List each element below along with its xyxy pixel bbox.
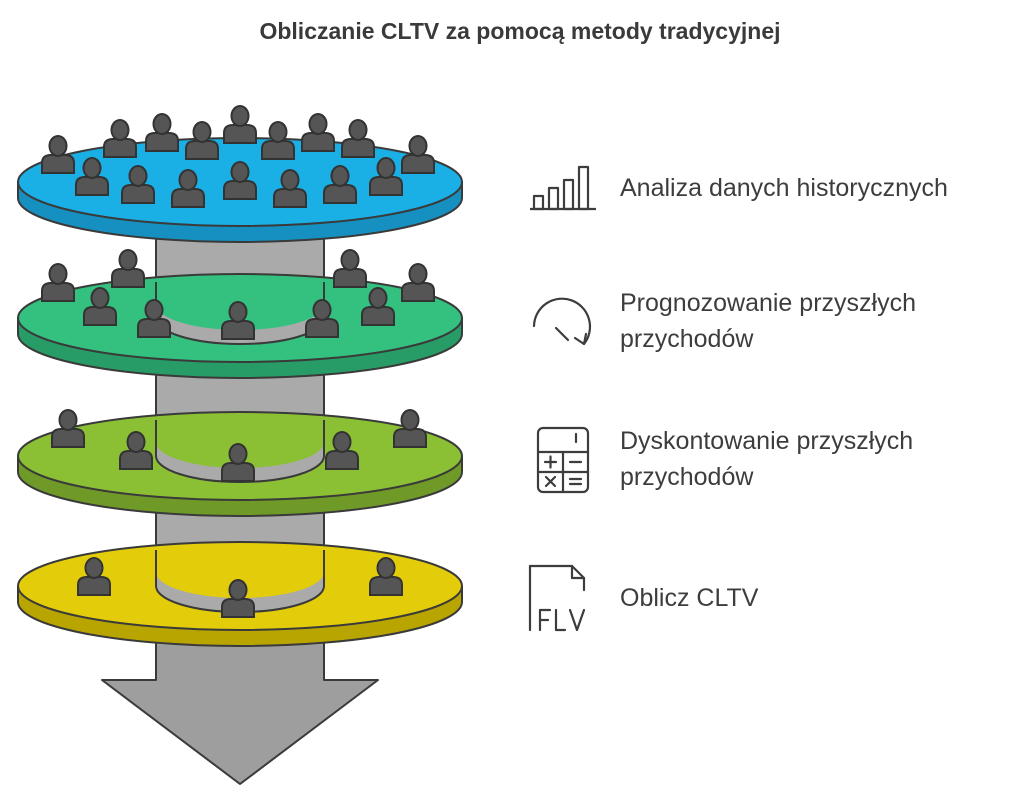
down-arrow xyxy=(101,639,379,785)
layer-1-person-12 xyxy=(171,169,205,208)
layer-1-person-5 xyxy=(223,105,257,144)
layer-2-person-1 xyxy=(41,263,75,302)
layer-1-person-15 xyxy=(323,165,357,204)
layer-4-pillar-top xyxy=(156,572,324,612)
layer-1-person-2 xyxy=(103,119,137,158)
layer-1-person-14 xyxy=(273,169,307,208)
step-1: Analiza danych historycznych xyxy=(528,162,1000,214)
step-3: Dyskontowanie przyszłych przychodów xyxy=(528,420,1000,498)
layer-1-person-4 xyxy=(185,121,219,160)
layer-2-person-7 xyxy=(221,301,255,340)
layer-3-person-5 xyxy=(393,409,427,448)
layers-group xyxy=(17,105,463,785)
step-2: Prognozowanie przyszłych przychodów xyxy=(528,285,1000,357)
layer-1-person-13 xyxy=(223,161,257,200)
layer-2-pillar-top xyxy=(156,304,324,344)
document-flv-icon xyxy=(528,564,586,632)
layer-1-person-8 xyxy=(341,119,375,158)
layer-2-person-8 xyxy=(305,299,339,338)
layer-4-person-3 xyxy=(369,557,403,596)
layer-2-person-6 xyxy=(137,299,171,338)
layer-1-person-16 xyxy=(369,157,403,196)
layer-2-person-2 xyxy=(111,249,145,288)
step-1-label: Analiza danych historycznych xyxy=(620,174,948,202)
step-2-label: Prognozowanie przyszłych przychodów xyxy=(620,289,916,353)
calculator-icon xyxy=(536,426,590,494)
layer-3-pillar-top xyxy=(156,442,324,482)
step-4: Oblicz CLTV xyxy=(528,560,1000,636)
forecast-arrow-icon xyxy=(532,297,592,346)
page-title: Obliczanie CLTV za pomocą metody tradycy… xyxy=(259,18,781,44)
layer-2-person-9 xyxy=(361,287,395,326)
layer-1-person-3 xyxy=(145,113,179,152)
layer-2-person-4 xyxy=(401,263,435,302)
layer-2-person-3 xyxy=(333,249,367,288)
layer-1-person-7 xyxy=(301,113,335,152)
step-3-label: Dyskontowanie przyszłych przychodów xyxy=(620,427,914,491)
bar-chart-icon xyxy=(530,165,596,211)
layer-4-person-1 xyxy=(77,557,111,596)
layer-3-person-1 xyxy=(51,409,85,448)
layer-1-person-11 xyxy=(121,165,155,204)
layer-1-person-6 xyxy=(261,121,295,160)
layer-3-person-2 xyxy=(119,431,153,470)
layer-3-person-4 xyxy=(325,431,359,470)
layer-1-person-10 xyxy=(75,157,109,196)
layer-3-person-3 xyxy=(221,443,255,482)
layer-1-person-9 xyxy=(401,135,435,174)
step-4-label: Oblicz CLTV xyxy=(620,584,759,612)
layer-2-person-5 xyxy=(83,287,117,326)
layer-4-person-2 xyxy=(221,579,255,618)
layer-1-person-1 xyxy=(41,135,75,174)
